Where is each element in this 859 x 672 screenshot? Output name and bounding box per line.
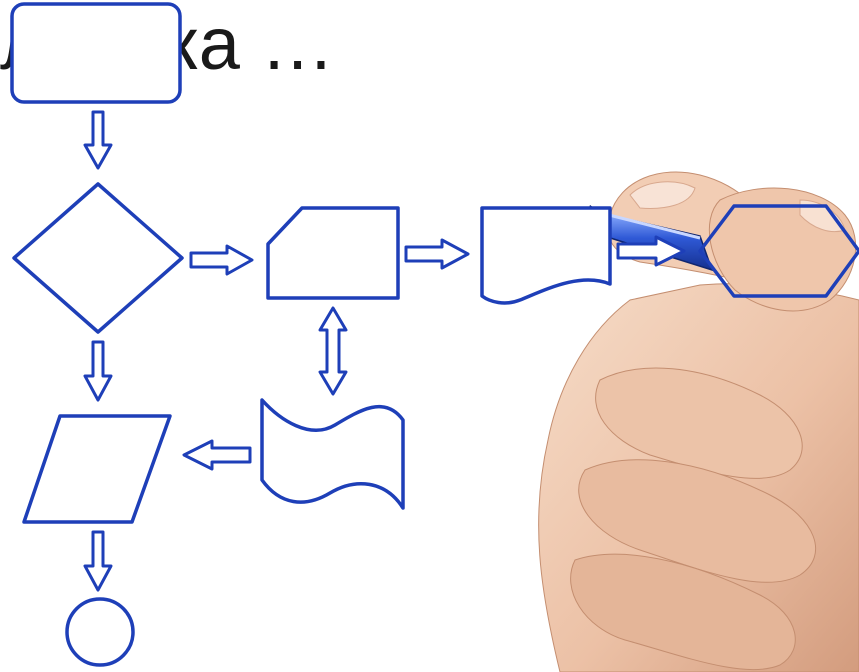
hand-index-nail bbox=[629, 181, 696, 209]
arrow-decision-to-manual-input bbox=[189, 244, 254, 276]
hand-finger-lower-3 bbox=[570, 553, 796, 671]
arrow-decision-to-data-io bbox=[83, 340, 113, 402]
hand-finger-lower-2 bbox=[578, 459, 817, 583]
arrow-punched-tape-to-data-io bbox=[182, 439, 252, 471]
manual-input-shape bbox=[266, 206, 400, 300]
connector-end-shape bbox=[65, 597, 135, 667]
arrow-document-to-preparation bbox=[616, 235, 686, 267]
arrow-manual-input-punched-tape bbox=[318, 306, 348, 396]
terminator-start-shape bbox=[10, 2, 182, 104]
preparation-hexagon-shape bbox=[698, 204, 859, 298]
hand-finger-lower-1 bbox=[595, 367, 803, 479]
arrow-data-io-to-connector bbox=[83, 530, 113, 592]
arrow-terminator-to-decision bbox=[83, 110, 113, 170]
decision-diamond-shape bbox=[12, 182, 184, 334]
data-io-parallelogram-shape bbox=[22, 414, 172, 524]
arrow-manual-input-to-document bbox=[404, 238, 470, 270]
document-shape bbox=[480, 206, 612, 305]
punched-tape-shape bbox=[260, 398, 405, 510]
